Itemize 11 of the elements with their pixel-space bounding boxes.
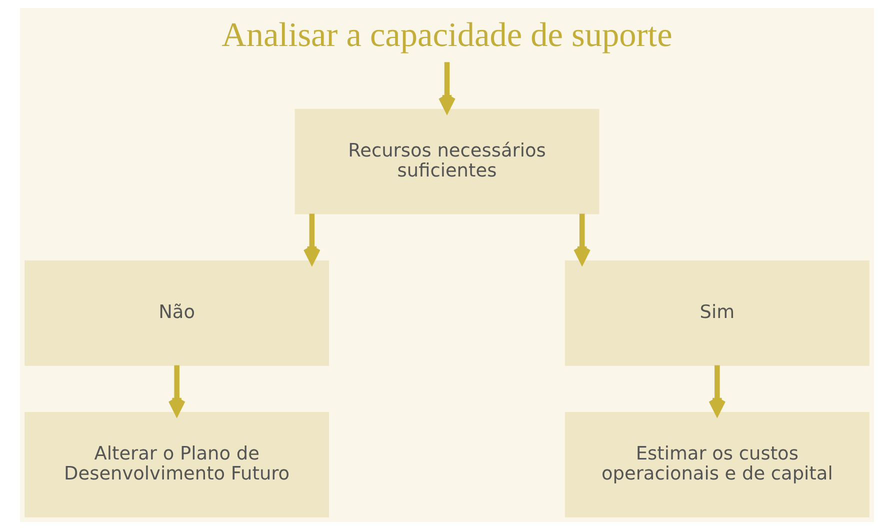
arrow [168,365,185,416]
arrow [708,365,726,416]
arrow [573,214,590,264]
node-box: Recursos necessários suficientes [294,108,599,214]
node-text: Analisar a capacidade de suporte [221,16,672,54]
node-box: Estimar os custos operacionais e de capital [564,412,869,518]
node-box: Alterar o Plano de Desenvolvimento Futuro [24,412,329,518]
node-box: Sim [564,260,869,366]
arrow [438,62,456,112]
node-box: Não [24,260,329,366]
arrow [302,214,320,264]
